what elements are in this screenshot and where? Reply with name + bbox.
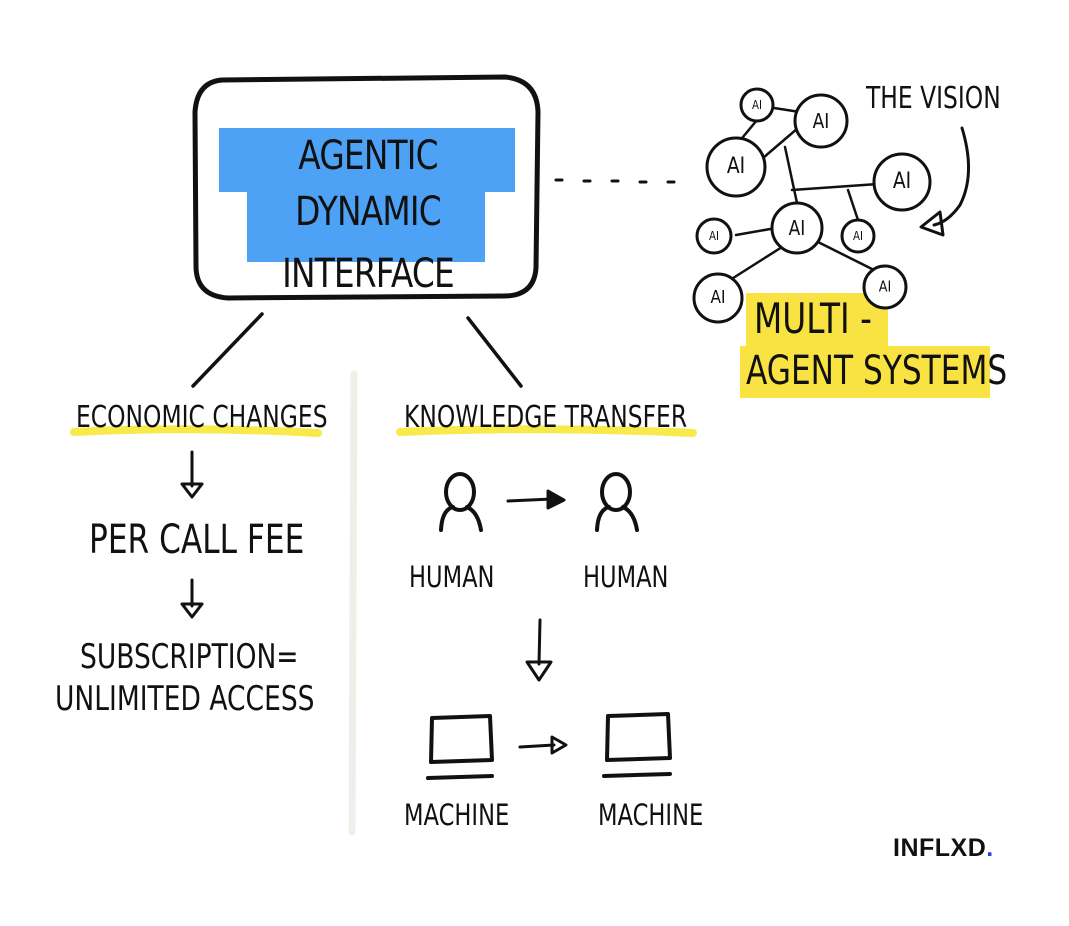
right-arrow-icon [506,489,566,510]
title-line-1: AGENTIC DYNAMIC [295,133,441,235]
ai-node-label: AI [878,277,892,296]
ai-node [862,264,908,310]
title-highlight-2 [247,188,485,262]
per-call-fee-label: PER CALL FEE [89,517,305,563]
person-icon [439,472,483,532]
ai-node [739,87,775,123]
human-left-label: HUMAN [409,560,495,594]
vision-arrow-stem [932,126,971,227]
ai-node-label: AI [853,229,863,243]
monitor-icon [602,712,672,778]
the-vision-label: THE VISION [866,81,1001,116]
ai-node-label: AI [726,154,746,179]
monitor-icon [426,714,494,780]
multi-agent-highlight-2 [740,346,990,398]
down-arrow-icon [525,618,553,682]
ai-node [872,152,932,212]
ai-node-label: AI [892,169,912,194]
ai-node-label: AI [752,98,762,112]
title-highlight-1 [219,128,515,192]
logo-text: INFLXD [893,834,987,862]
machine-left-label: MACHINE [404,798,510,832]
ai-node [793,93,849,149]
ai-node-label: AI [812,109,830,133]
down-arrow-icon [180,578,204,619]
ai-node [705,136,767,198]
ai-node-label: AI [710,287,726,308]
ai-node [840,218,876,254]
network-nodes [692,87,932,324]
person-icon [595,472,639,532]
subscription-label: SUBSCRIPTION= [80,637,299,677]
multi-agent-highlight-1 [746,293,888,351]
ai-node [770,201,824,255]
right-arrow-icon [518,735,568,755]
ai-node-label: AI [788,216,806,240]
logo-dot: . [986,834,994,862]
knowledge-heading-underline [396,425,697,437]
multi-agent-line-2: AGENT SYSTEMS [746,348,1008,394]
knowledge-transfer-heading: KNOWLEDGE TRANSFER [404,400,688,435]
economic-heading-underline [70,425,322,437]
economic-changes-heading: ECONOMIC CHANGES [76,400,328,435]
machine-right-label: MACHINE [598,798,704,832]
unlimited-access-label: UNLIMITED ACCESS [55,679,315,719]
ai-node [695,217,733,255]
dotted-connector [554,178,676,184]
human-right-label: HUMAN [583,560,669,594]
column-divider [348,370,358,836]
connector-right [466,316,523,388]
ai-node [692,272,744,324]
ai-node-label: AI [709,229,719,243]
inflxd-logo: INFLXD. [893,834,994,863]
down-arrow-icon [180,450,204,499]
connector-left [191,312,264,388]
main-interface-box [192,74,541,301]
title-line-2: INTERFACE [282,251,455,297]
main-interface-title: AGENTIC DYNAMIC INTERFACE [218,128,518,302]
multi-agent-line-1: MULTI - [754,294,872,343]
vision-arrow-head [919,210,945,237]
